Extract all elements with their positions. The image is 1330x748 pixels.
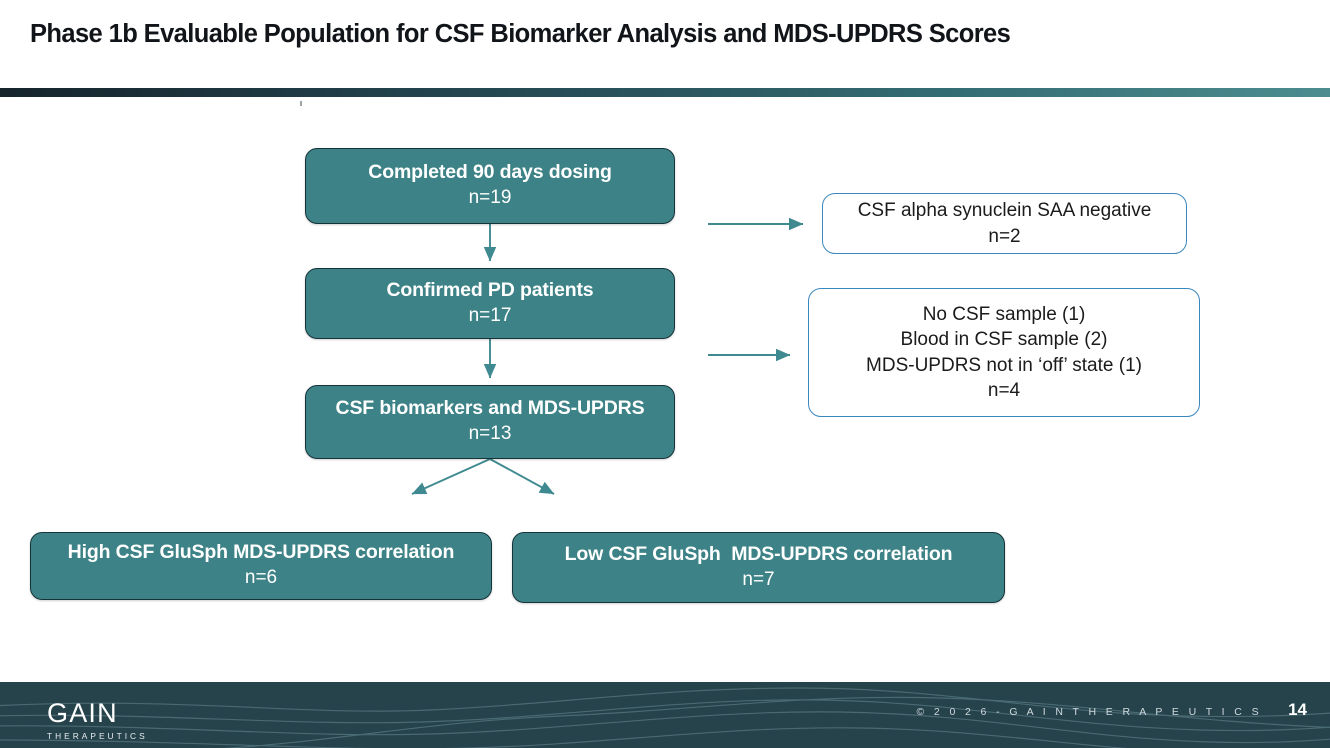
flow-node-label: CSF biomarkers and MDS-UPDRS (335, 397, 645, 420)
slide-footer (0, 682, 1330, 748)
exclusion-node-sample-issues[interactable]: No CSF sample (1) Blood in CSF sample (2… (808, 288, 1200, 417)
gain-therapeutics-logo: GAIN THERAPEUTICS (47, 698, 148, 742)
exclusion-count: n=2 (988, 225, 1021, 247)
logo-tagline: THERAPEUTICS (47, 731, 148, 741)
flow-node-high-correlation[interactable]: High CSF GluSph MDS-UPDRS correlation n=… (30, 532, 492, 600)
flow-node-count: n=13 (468, 423, 512, 445)
exclusion-line: No CSF sample (1) (922, 304, 1086, 326)
copyright-text: © 2 0 2 6 - G A I N T H E R A P E U T I … (916, 706, 1262, 718)
flow-node-count: n=17 (468, 304, 512, 326)
flow-node-csf-biomarkers[interactable]: CSF biomarkers and MDS-UPDRS n=13 (305, 385, 675, 459)
footer-wave-decoration (0, 687, 1330, 748)
flow-node-label: Completed 90 days dosing (368, 161, 612, 184)
flow-node-count: n=6 (244, 567, 278, 589)
flow-node-label: Low CSF GluSph MDS-UPDRS correlation (564, 542, 953, 565)
logo-wordmark: GAIN (47, 698, 118, 728)
page-title: Phase 1b Evaluable Population for CSF Bi… (30, 20, 1011, 48)
exclusion-line: CSF alpha synuclein SAA negative (857, 200, 1152, 222)
flow-node-confirmed-pd[interactable]: Confirmed PD patients n=17 (305, 268, 675, 339)
exclusion-count: n=4 (987, 379, 1021, 401)
exclusion-line: MDS-UPDRS not in ‘off’ state (1) (866, 354, 1142, 376)
exclusion-line: Blood in CSF sample (2) (900, 329, 1108, 351)
flow-node-low-correlation[interactable]: Low CSF GluSph MDS-UPDRS correlation n=7 (512, 532, 1005, 603)
flow-node-label: High CSF GluSph MDS-UPDRS correlation (67, 541, 455, 564)
exclusion-node-saa-negative[interactable]: CSF alpha synuclein SAA negative n=2 (822, 193, 1187, 254)
title-divider-rule (0, 88, 1330, 97)
flow-node-count: n=19 (468, 187, 512, 209)
flow-node-label: Confirmed PD patients (386, 278, 594, 301)
page-number: 14 (1288, 700, 1307, 719)
flow-node-count: n=7 (742, 568, 775, 590)
flow-node-completed-dosing[interactable]: Completed 90 days dosing n=19 (305, 148, 675, 224)
stray-speck (300, 101, 302, 106)
